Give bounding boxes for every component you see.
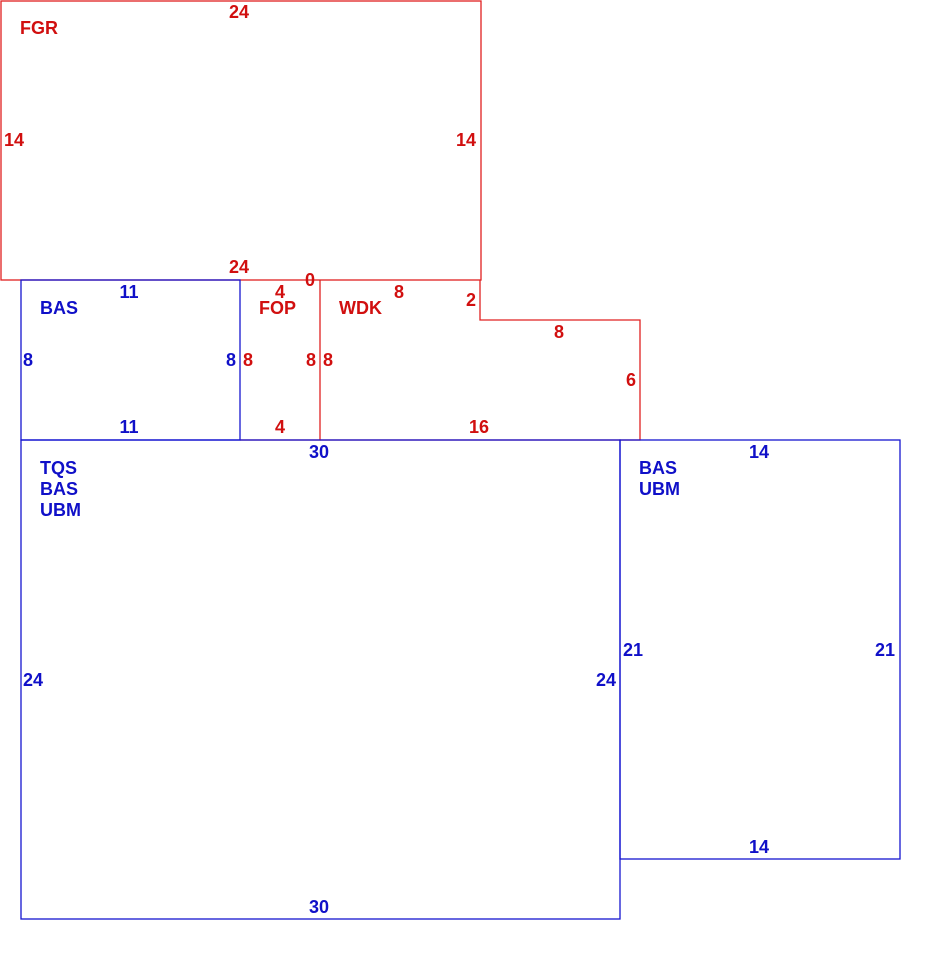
bas-ubm-label-line-1: BAS <box>639 458 677 478</box>
wdk-bottom-dimension: 16 <box>469 417 489 437</box>
fop-top-dimension: 4 <box>275 282 285 302</box>
wdk-left-dimension: 8 <box>323 350 333 370</box>
fgr-right-dimension: 14 <box>456 130 476 150</box>
tqs-label-line-1: TQS <box>40 458 77 478</box>
fgr-left-dimension: 14 <box>4 130 24 150</box>
wdk-step-vertical-dimension: 2 <box>466 290 476 310</box>
area-wdk: WDK 0 8 2 8 6 16 8 <box>305 270 641 441</box>
area-bas-ubm: BAS UBM 14 14 21 21 <box>619 439 901 860</box>
tqs-label-line-2: BAS <box>40 479 78 499</box>
bas-small-left-dimension: 8 <box>23 350 33 370</box>
tqs-outline <box>20 439 621 920</box>
wdk-label: WDK <box>339 298 382 318</box>
wdk-top-dimension: 8 <box>394 282 404 302</box>
fgr-outline <box>0 0 482 281</box>
bas-ubm-left-dimension: 21 <box>623 640 643 660</box>
wdk-step-horizontal-dimension: 8 <box>554 322 564 342</box>
fgr-label: FGR <box>20 18 58 38</box>
bas-ubm-right-dimension: 21 <box>875 640 895 660</box>
bas-ubm-top-dimension: 14 <box>749 442 769 462</box>
bas-ubm-bottom-dimension: 14 <box>749 837 769 857</box>
wdk-right-dimension: 6 <box>626 370 636 390</box>
fop-right-dimension: 8 <box>306 350 316 370</box>
area-fgr: FGR 24 24 14 14 <box>0 0 482 281</box>
bas-small-label: BAS <box>40 298 78 318</box>
wdk-zero-dimension: 0 <box>305 270 315 290</box>
tqs-left-dimension: 24 <box>23 670 43 690</box>
bas-small-bottom-dimension: 11 <box>119 417 138 437</box>
fop-left-dimension: 8 <box>243 350 253 370</box>
fgr-bottom-dimension: 24 <box>229 257 249 277</box>
area-bas-small: BAS 11 11 8 8 <box>20 279 241 441</box>
tqs-top-dimension: 30 <box>309 442 329 462</box>
tqs-label-line-3: UBM <box>40 500 81 520</box>
bas-small-top-dimension: 11 <box>119 282 138 302</box>
area-tqs: TQS BAS UBM 30 30 24 24 <box>20 439 621 920</box>
tqs-bottom-dimension: 30 <box>309 897 329 917</box>
tqs-right-dimension: 24 <box>596 670 616 690</box>
fop-label: FOP <box>259 298 296 318</box>
bas-small-right-dimension: 8 <box>226 350 236 370</box>
bas-ubm-label-line-2: UBM <box>639 479 680 499</box>
fgr-top-dimension: 24 <box>229 2 249 22</box>
area-fop: FOP 4 4 8 8 <box>240 280 321 441</box>
fop-bottom-dimension: 4 <box>275 417 285 437</box>
bas-ubm-outline <box>619 439 901 860</box>
